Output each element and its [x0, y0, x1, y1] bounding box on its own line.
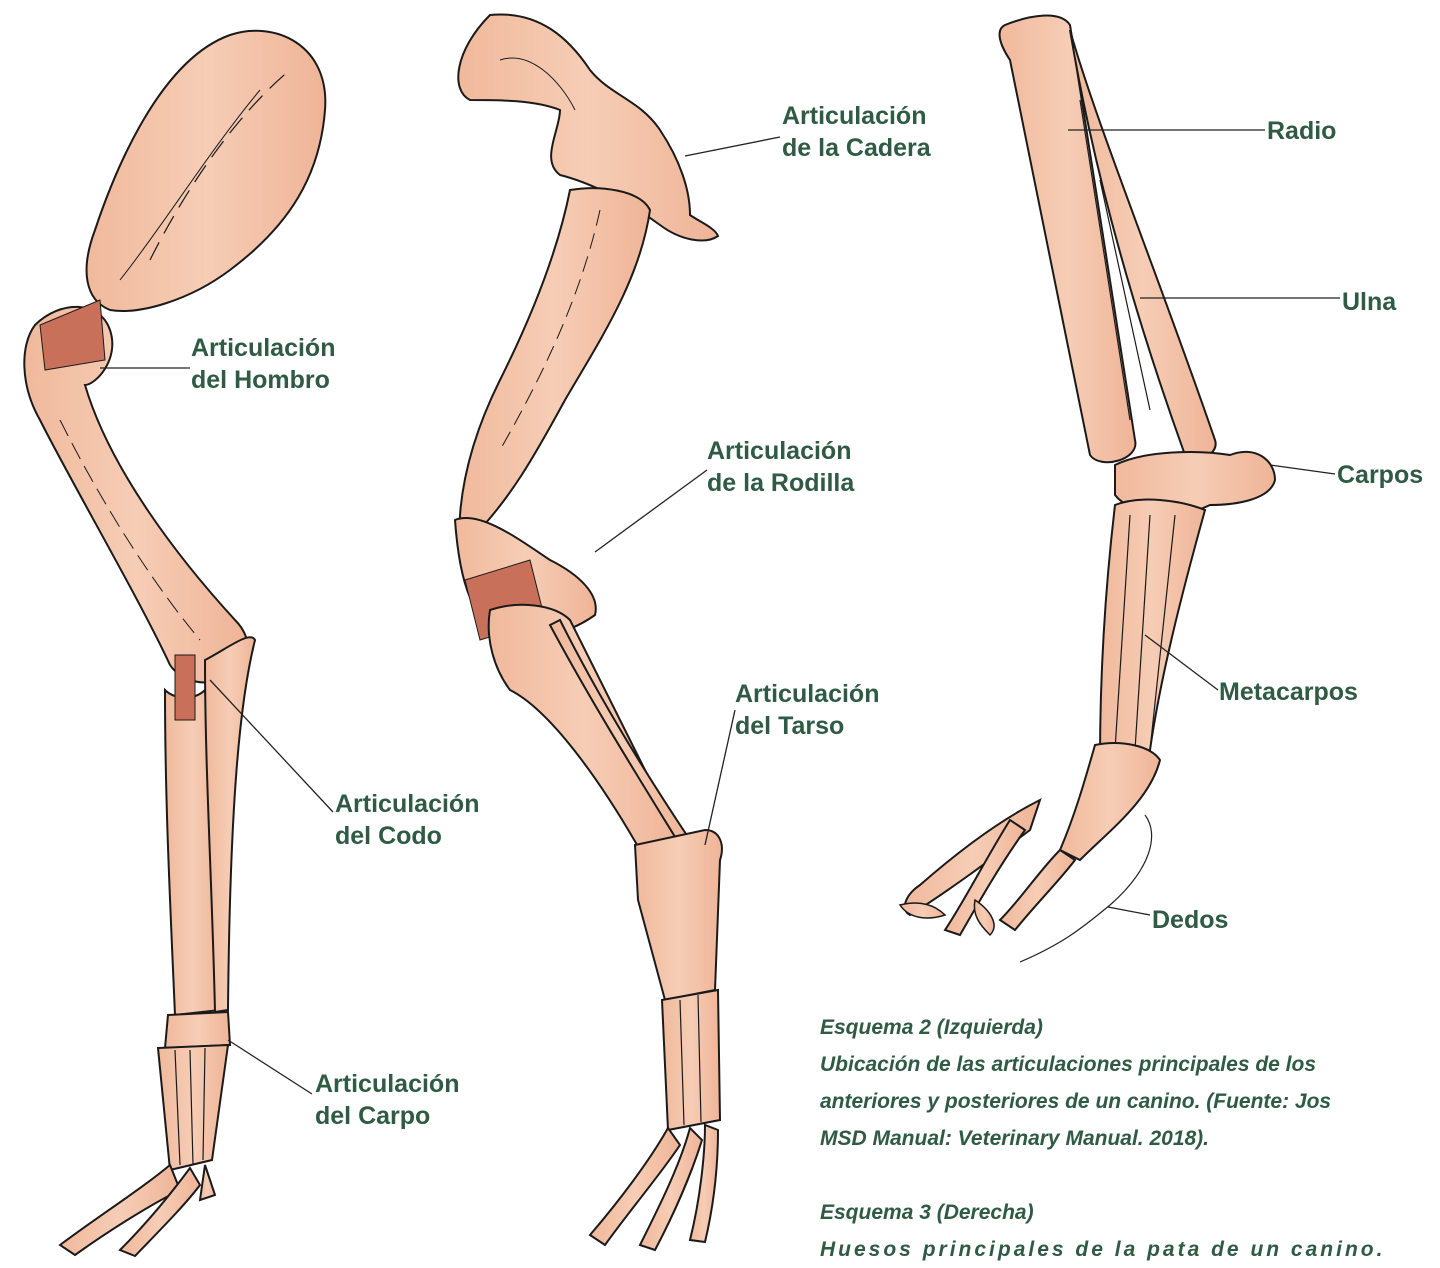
- caption-title: Esquema 3 (Derecha): [820, 1194, 1440, 1231]
- caption-esquema-2: Esquema 2 (Izquierda) Ubicación de las a…: [820, 1009, 1440, 1157]
- label-line: de la Rodilla: [707, 467, 854, 499]
- label-line: Articulación: [315, 1068, 459, 1100]
- label-line: del Tarso: [735, 710, 879, 742]
- label-line: del Hombro: [191, 364, 335, 396]
- label-articulacion-carpo: Articulación del Carpo: [315, 1068, 459, 1132]
- label-articulacion-codo: Articulación del Codo: [335, 788, 479, 852]
- caption-title: Esquema 2 (Izquierda): [820, 1009, 1440, 1046]
- label-ulna: Ulna: [1342, 286, 1396, 318]
- label-line: del Codo: [335, 820, 479, 852]
- hindlimb-illustration: [455, 14, 722, 1250]
- forelimb-illustration: [24, 31, 325, 1256]
- label-line: Articulación: [782, 100, 931, 132]
- scapula-bone: [87, 31, 326, 311]
- label-line: del Carpo: [315, 1100, 459, 1132]
- label-articulacion-cadera: Articulación de la Cadera: [782, 100, 931, 164]
- carpus-bones: [165, 1012, 230, 1048]
- caption-line: MSD Manual: Veterinary Manual. 2018).: [820, 1120, 1440, 1157]
- label-radio: Radio: [1267, 115, 1336, 147]
- femur-bone: [459, 188, 650, 560]
- leader-carpos: [1270, 465, 1335, 474]
- tibia-fibula-bones: [489, 605, 680, 850]
- label-metacarpos: Metacarpos: [1219, 676, 1358, 708]
- label-line: Articulación: [707, 435, 854, 467]
- paw-illustration: [900, 16, 1275, 962]
- leader-tarso: [705, 710, 735, 845]
- label-carpos: Carpos: [1337, 459, 1423, 491]
- label-dedos: Dedos: [1152, 904, 1228, 936]
- leader-cadera: [685, 137, 780, 156]
- caption-line: Huesos principales de la pata de un cani…: [820, 1231, 1440, 1268]
- label-line: Articulación: [735, 678, 879, 710]
- label-articulacion-rodilla: Articulación de la Rodilla: [707, 435, 854, 499]
- leader-carpo: [228, 1040, 312, 1094]
- label-articulacion-hombro: Articulación del Hombro: [191, 332, 335, 396]
- metatarsal-bones: [662, 990, 720, 1130]
- phalanges-bones: [1060, 743, 1160, 860]
- label-line: Articulación: [191, 332, 335, 364]
- radius-bone: [1000, 16, 1136, 463]
- label-line: de la Cadera: [782, 132, 931, 164]
- label-line: Articulación: [335, 788, 479, 820]
- caption-esquema-3: Esquema 3 (Derecha) Huesos principales d…: [820, 1194, 1440, 1268]
- leader-dedos: [1108, 907, 1150, 915]
- label-articulacion-tarso: Articulación del Tarso: [735, 678, 879, 742]
- caption-line: anteriores y posteriores de un canino. (…: [820, 1083, 1440, 1120]
- caption-line: Ubicación de las articulaciones principa…: [820, 1046, 1440, 1083]
- tarsus-bones: [635, 830, 722, 1000]
- leader-rodilla: [595, 470, 707, 552]
